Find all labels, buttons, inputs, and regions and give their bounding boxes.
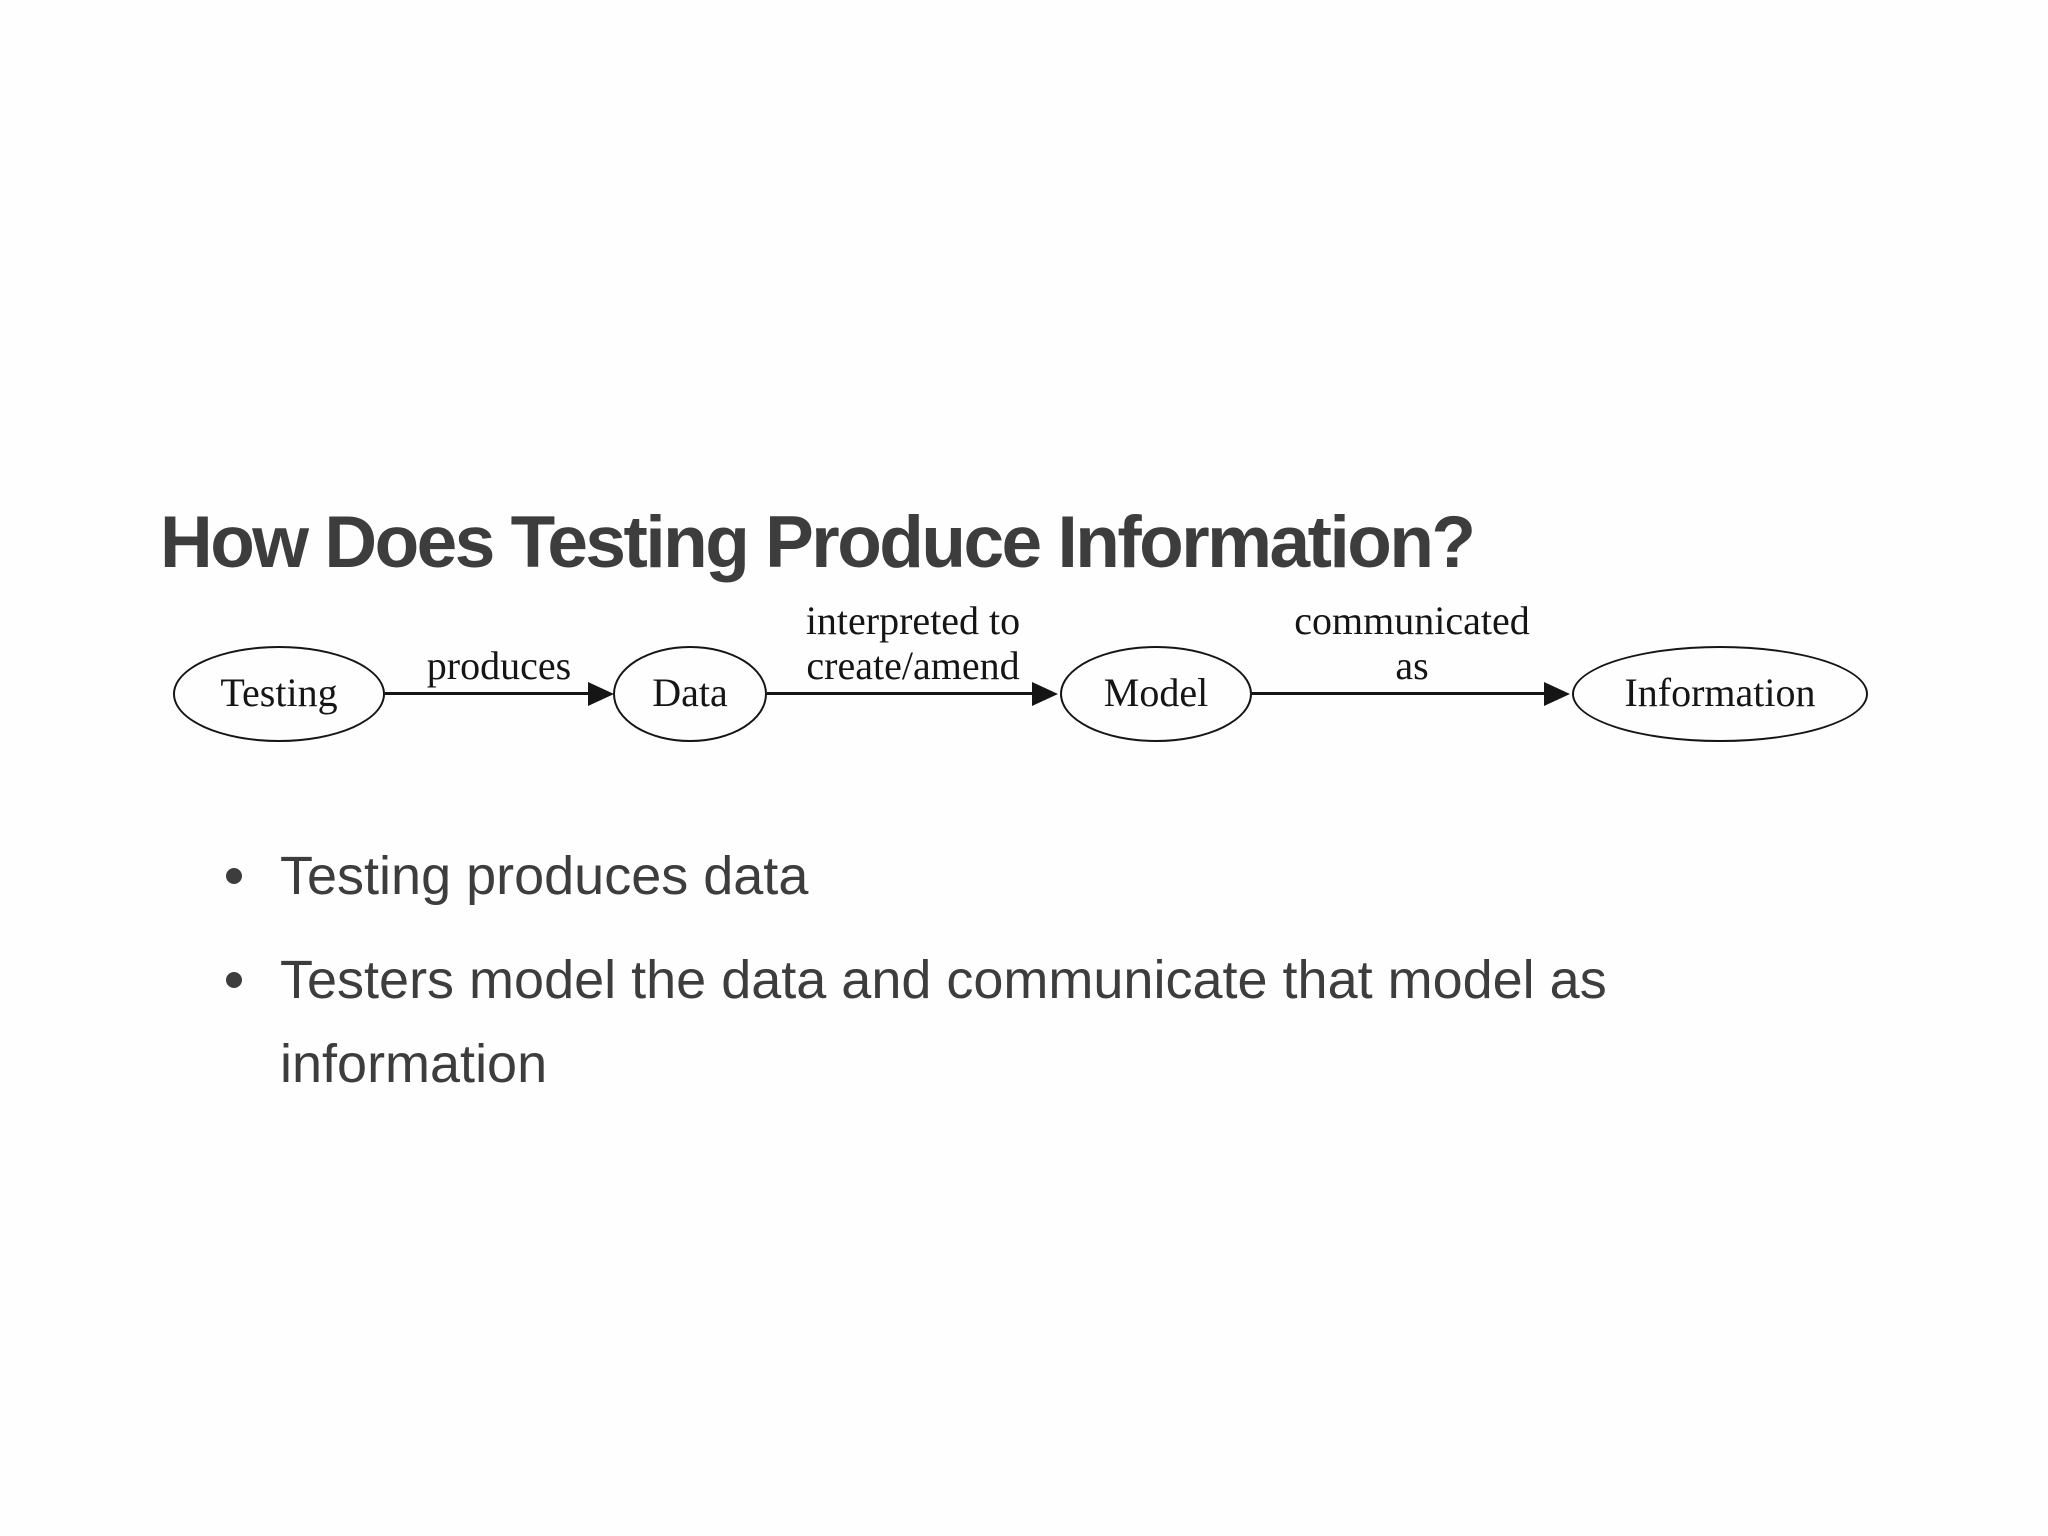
edge-label-communicated-as: communicated as bbox=[1232, 598, 1592, 688]
edge-label-line: interpreted to bbox=[805, 598, 1021, 643]
diagram-node-testing: Testing bbox=[173, 646, 385, 742]
diagram-node-information: Information bbox=[1572, 646, 1868, 742]
arrow-line-testing-to-data bbox=[385, 692, 590, 695]
arrow-line-model-to-information bbox=[1252, 692, 1546, 695]
bullet-text: Testing produces data bbox=[280, 846, 809, 906]
edge-label-interpreted-to-create-amend: interpreted to create/amend bbox=[733, 598, 1093, 688]
bullet-dot-icon bbox=[226, 868, 242, 884]
diagram-node-data: Data bbox=[613, 646, 767, 742]
bullet-list: Testing produces data Testers model the … bbox=[212, 834, 1782, 1126]
edge-label-produces: produces bbox=[319, 643, 679, 688]
list-item: Testers model the data and communicate t… bbox=[212, 938, 1782, 1106]
node-label: Testing bbox=[220, 669, 338, 715]
edge-label-line: produces bbox=[426, 643, 572, 688]
node-label: Model bbox=[1103, 669, 1209, 715]
bullet-text: Testers model the data and communicate t… bbox=[280, 950, 1607, 1094]
arrow-head-icon bbox=[588, 682, 614, 706]
page-title: How Does Testing Produce Information? bbox=[160, 501, 1476, 583]
node-label: Information bbox=[1624, 669, 1816, 715]
node-label: Data bbox=[652, 669, 728, 715]
edge-label-line: as bbox=[1395, 643, 1429, 688]
arrow-line-data-to-model bbox=[767, 692, 1034, 695]
edge-label-line: create/amend bbox=[806, 643, 1020, 688]
arrow-head-icon bbox=[1032, 682, 1058, 706]
diagram-node-model: Model bbox=[1060, 646, 1252, 742]
list-item: Testing produces data bbox=[212, 834, 1782, 918]
edge-label-line: communicated bbox=[1294, 598, 1530, 643]
bullet-dot-icon bbox=[226, 972, 242, 988]
arrow-head-icon bbox=[1544, 682, 1570, 706]
